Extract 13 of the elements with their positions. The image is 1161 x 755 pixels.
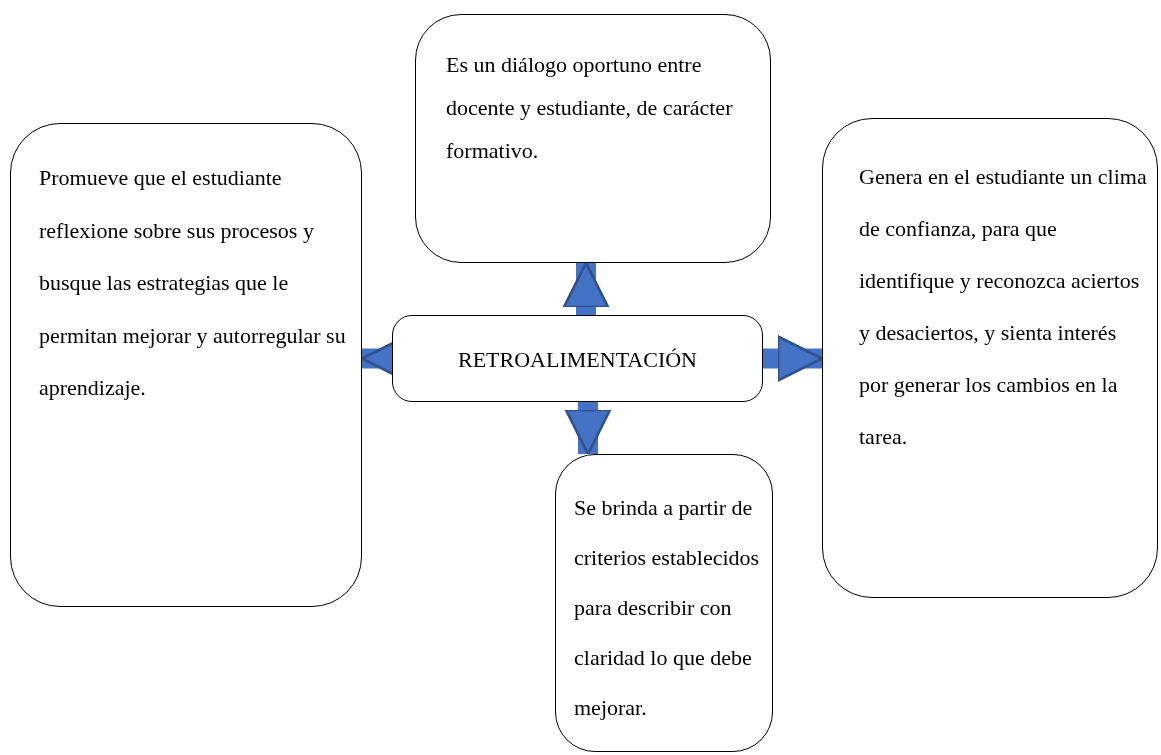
box-text: Se brinda a partir de criterios establecidos para describir con claridad lo que debe mejorar. [574,494,761,722]
box-text: RETROALIMENTACIÓN [457,346,698,374]
box-text: Genera en el estudiante un clima de confianza, para que identifique y reconozca aciertos y desaciertos, y sienta interés por generar los cambios en la tarea. [859,163,1147,451]
box-text: Es un diálogo oportuno entre docente y estudiante, de carácter formativo. [446,51,734,165]
block-arrow [562,261,610,315]
block-arrow [564,402,612,456]
description-box [822,118,1158,598]
description-box [10,123,362,607]
central-concept-box [392,315,763,402]
box-text: Promueve que el estudiante reflexione sobre sus procesos y busque las estrategias que le permitan mejorar y autorregular su aprendizaje. [39,164,347,402]
description-box [415,14,771,263]
block-arrow [763,335,824,382]
description-box [555,454,773,752]
